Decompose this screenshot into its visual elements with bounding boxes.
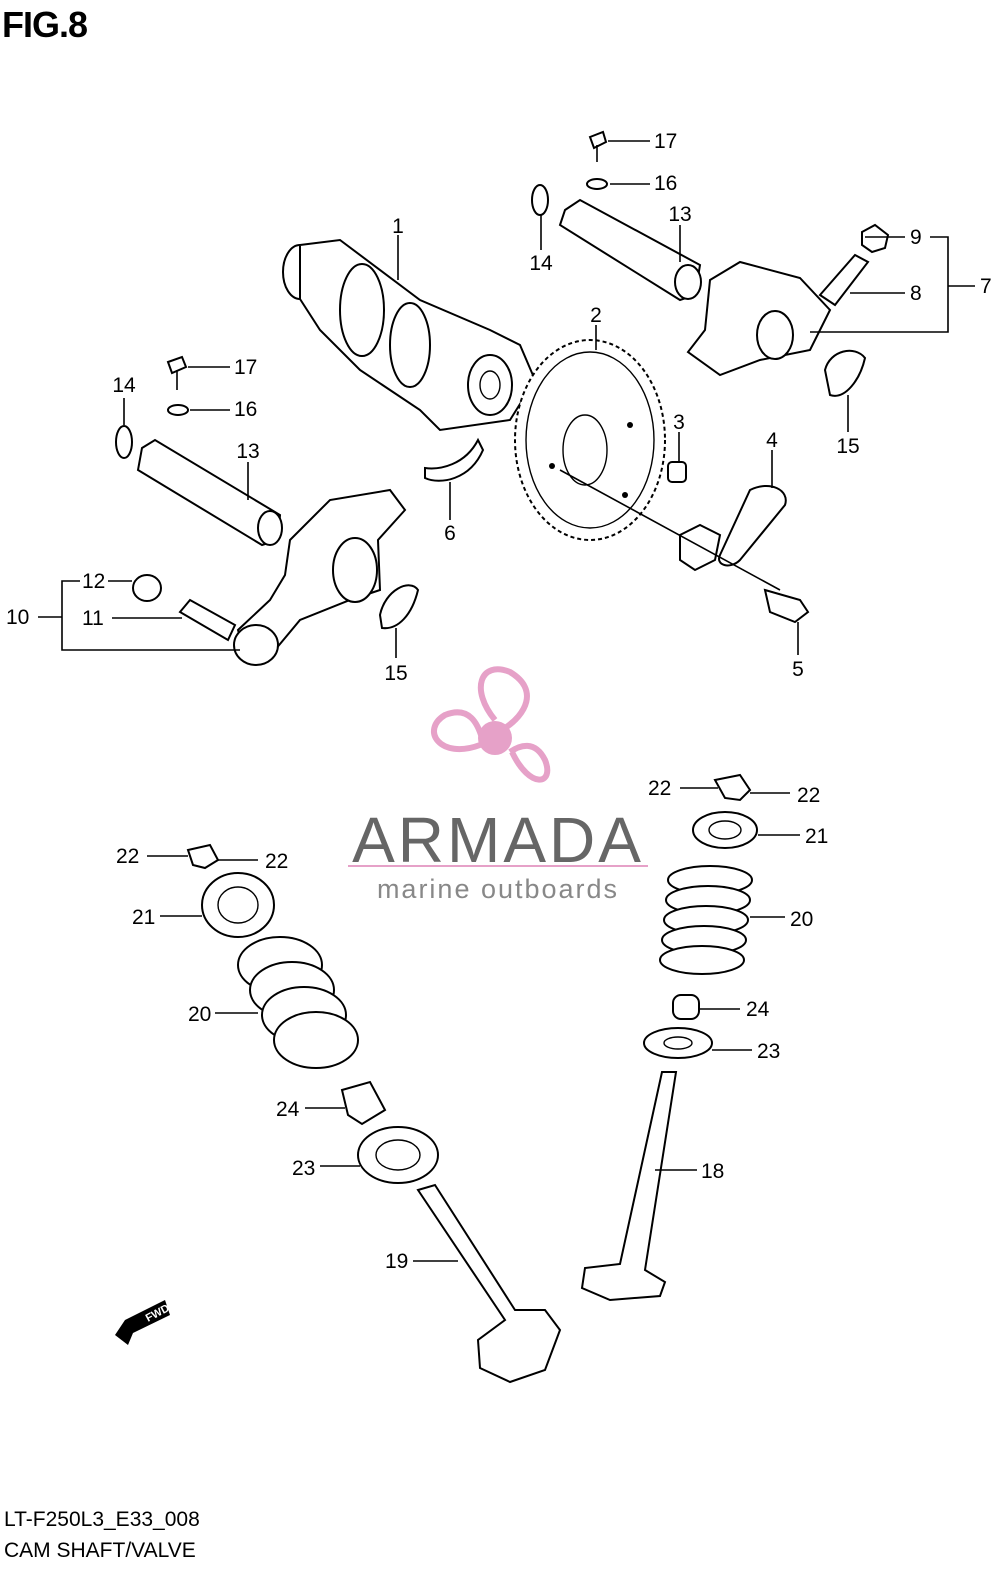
callout-24-right: 24 xyxy=(746,998,770,1021)
callout-21-right: 21 xyxy=(805,825,828,848)
callout-11: 11 xyxy=(82,607,104,630)
callout-15-right: 15 xyxy=(836,435,859,458)
callout-10: 10 xyxy=(6,606,29,629)
part-oring-right xyxy=(531,184,549,216)
part-spring-20-left xyxy=(237,936,359,1069)
part-seat-23-right xyxy=(643,1027,713,1059)
watermark-logo: ARMADA marine outboards xyxy=(348,666,648,904)
part-bolt-17-right xyxy=(588,130,608,150)
callout-21-left: 21 xyxy=(132,906,155,929)
part-adjust-screw-11 xyxy=(178,598,237,642)
callout-16-left: 16 xyxy=(234,398,257,421)
callout-20-left: 20 xyxy=(188,1003,211,1026)
watermark-brand: ARMADA xyxy=(352,804,644,876)
callout-17-left: 17 xyxy=(234,356,257,379)
callout-17-right: 17 xyxy=(654,130,677,153)
part-seal-24-left xyxy=(340,1080,387,1126)
part-nut-12 xyxy=(132,574,162,602)
part-valve-18 xyxy=(580,1071,678,1302)
callout-4: 4 xyxy=(766,429,778,452)
callout-19: 19 xyxy=(385,1250,408,1273)
leader-lines xyxy=(38,140,975,1262)
part-rocker-shaft-left xyxy=(136,438,283,547)
figure-code: LT-F250L3_E33_008 xyxy=(4,1508,200,1531)
part-valve-19 xyxy=(416,1183,562,1384)
part-nut-9 xyxy=(861,223,890,254)
callout-16-right: 16 xyxy=(654,172,677,195)
callout-3: 3 xyxy=(673,411,685,434)
callout-14-right: 14 xyxy=(529,252,553,275)
part-bolt xyxy=(763,588,810,624)
part-plate xyxy=(718,485,787,567)
callout-labels: 1 2 3 4 5 6 7 8 9 10 11 12 13 13 14 14 1… xyxy=(6,130,992,1273)
part-cotter-right xyxy=(713,773,752,802)
watermark-subtitle: marine outboards xyxy=(377,874,619,904)
callout-22-left-a: 22 xyxy=(116,845,139,868)
part-washer-16-left xyxy=(167,404,189,416)
part-bolt-17-left xyxy=(166,355,188,375)
part-rocker-arm-right xyxy=(686,260,832,377)
part-seat-23-left xyxy=(357,1126,439,1184)
callout-22-left-b: 22 xyxy=(265,850,288,873)
part-retainer-21-left xyxy=(201,872,275,938)
callout-24-left: 24 xyxy=(276,1098,300,1121)
callout-22-right-b: 22 xyxy=(797,784,820,807)
part-camshaft xyxy=(282,238,537,432)
callout-6: 6 xyxy=(444,522,456,545)
part-plate-lower xyxy=(679,523,722,572)
part-washer-16-right xyxy=(586,178,608,190)
propeller-icon xyxy=(431,666,551,783)
figure-title: FIG.8 xyxy=(2,4,88,45)
figure-name: CAM SHAFT/VALVE xyxy=(4,1539,196,1562)
fwd-label: FWD xyxy=(144,1302,172,1324)
callout-23-left: 23 xyxy=(292,1157,315,1180)
callout-9: 9 xyxy=(910,226,922,249)
callout-15-left: 15 xyxy=(384,662,407,685)
part-cotter-left xyxy=(186,843,220,870)
callout-22-right-a: 22 xyxy=(648,777,671,800)
propeller-hub xyxy=(478,721,512,755)
callout-14-left: 14 xyxy=(112,374,136,397)
part-oring-15-left xyxy=(378,584,420,630)
part-pin xyxy=(667,461,687,483)
fwd-arrow-icon: FWD xyxy=(115,1300,172,1345)
part-seal-24-right xyxy=(672,994,700,1020)
callout-23-right: 23 xyxy=(757,1040,780,1063)
callout-5: 5 xyxy=(792,658,804,681)
callout-2: 2 xyxy=(590,304,602,327)
part-oring-left xyxy=(115,425,133,459)
part-retainer xyxy=(424,437,485,482)
callout-13-right: 13 xyxy=(668,203,691,226)
callout-12: 12 xyxy=(82,570,105,593)
part-retainer-21-right xyxy=(692,811,758,849)
callout-1: 1 xyxy=(392,215,404,238)
part-adjust-screw-8 xyxy=(818,253,870,307)
part-rocker-arm-left xyxy=(233,488,407,666)
part-rocker-shaft-right xyxy=(558,198,702,302)
callout-8: 8 xyxy=(910,282,922,305)
part-cam-sprocket xyxy=(514,339,666,541)
callout-20-right: 20 xyxy=(790,908,813,931)
part-oring-15-right xyxy=(823,349,867,397)
callout-18: 18 xyxy=(701,1160,724,1183)
callout-13-left: 13 xyxy=(236,440,259,463)
callout-7: 7 xyxy=(980,275,992,298)
part-spring-20-right xyxy=(659,865,753,975)
